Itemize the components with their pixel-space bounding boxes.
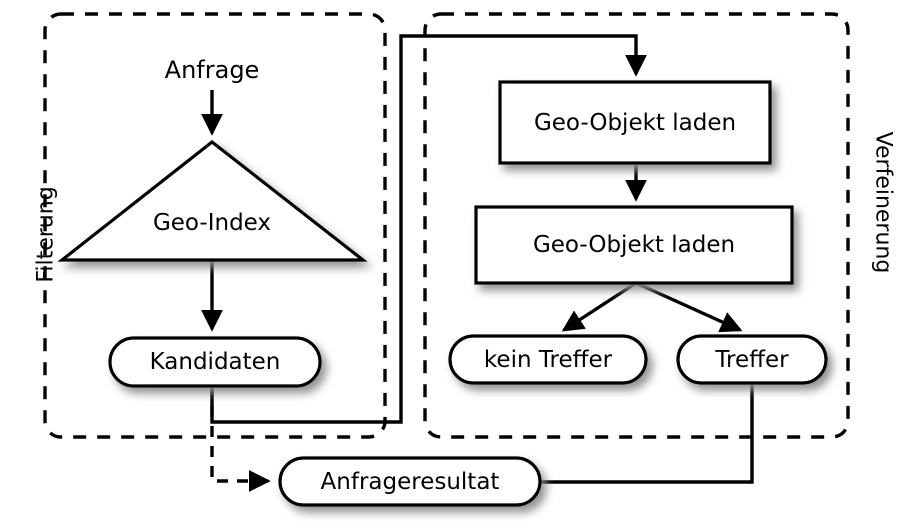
group-filterung <box>43 12 387 439</box>
node-geo-index[interactable] <box>57 139 368 262</box>
kandidaten-shape <box>108 336 322 388</box>
anfrageresultat-shape <box>278 456 542 507</box>
group-label-verfeinerung-text: Verfeinerung <box>870 131 896 274</box>
group-label-filterung-text: Filterung <box>33 186 59 283</box>
node-geo-objekt-laden-1[interactable] <box>498 80 772 165</box>
geo-objekt-laden-2-shape <box>474 205 794 285</box>
geo-index-shape <box>57 139 368 262</box>
edge-geo-objekt-laden-2-to-treffer <box>635 281 743 333</box>
group-verfeinerung <box>423 12 850 439</box>
group-filterung-border <box>43 12 387 439</box>
group-verfeinerung-border <box>423 12 850 439</box>
node-geo-objekt-laden-2[interactable] <box>474 205 794 285</box>
kein-treffer-shape <box>448 334 648 385</box>
treffer-shape <box>676 334 828 385</box>
node-anfrageresultat[interactable] <box>278 456 542 507</box>
geo-objekt-laden-1-shape <box>498 80 772 165</box>
node-kein-treffer[interactable] <box>448 334 648 385</box>
edge-treffer-to-anfrageresultat <box>540 383 754 484</box>
group-label-filterung: Filterung <box>34 165 59 305</box>
node-kandidaten[interactable] <box>108 336 322 388</box>
node-treffer[interactable] <box>676 334 828 385</box>
edge-geo-objekt-laden-2-to-kein-treffer <box>561 281 637 332</box>
group-label-verfeinerung: Verfeinerung <box>871 113 896 293</box>
edge-kandidaten-to-anfrageresultat <box>210 386 271 492</box>
